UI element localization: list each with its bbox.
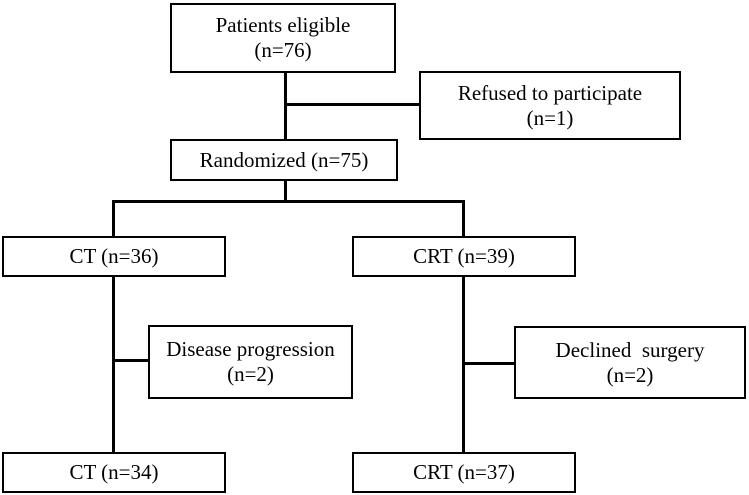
node-line-count: (n=2) [227,362,274,386]
connector-crt-to-declined-surgery [462,362,516,365]
node-line-primary: CT (n=36) [69,244,159,269]
node-line-count: (n=1) [526,105,574,130]
node-line-primary: Declined surgery [555,337,705,362]
node-line-primary: Disease progression [166,337,335,362]
connector-eligible-to-refused [284,103,420,106]
connector-randomized-split-bar [112,200,465,203]
node-disease-progression: Disease progression (n=2) [148,325,353,399]
node-refused-to-participate: Refused to participate (n=1) [419,71,681,140]
node-ct-allocated: CT (n=36) [2,236,226,277]
node-crt-allocated: CRT (n=39) [352,236,576,277]
node-crt-analyzed: CRT (n=37) [352,452,576,493]
node-ct-analyzed: CT (n=34) [2,452,226,493]
connector-randomized-stem [284,180,287,202]
node-line-primary: Patients eligible [215,13,351,38]
node-line-count: (n=76) [254,38,312,62]
node-line-primary: CT (n=34) [69,460,159,485]
connector-ct-to-disease-progression [112,359,150,362]
connector-ct-allocated-to-ct-analyzed [112,276,115,453]
node-line-primary: CRT (n=39) [413,244,515,269]
node-declined-surgery: Declined surgery (n=2) [514,326,746,399]
connector-eligible-to-randomized [284,72,287,140]
node-line-primary: CRT (n=37) [413,460,515,485]
node-line-primary: Refused to participate [457,80,643,105]
node-line-primary: Randomized (n=75) [199,147,369,172]
node-randomized: Randomized (n=75) [170,139,398,181]
node-line-count: (n=2) [606,362,654,387]
connector-split-to-crt [462,200,465,237]
connector-split-to-ct [112,200,115,237]
node-patients-eligible: Patients eligible (n=76) [170,3,396,73]
